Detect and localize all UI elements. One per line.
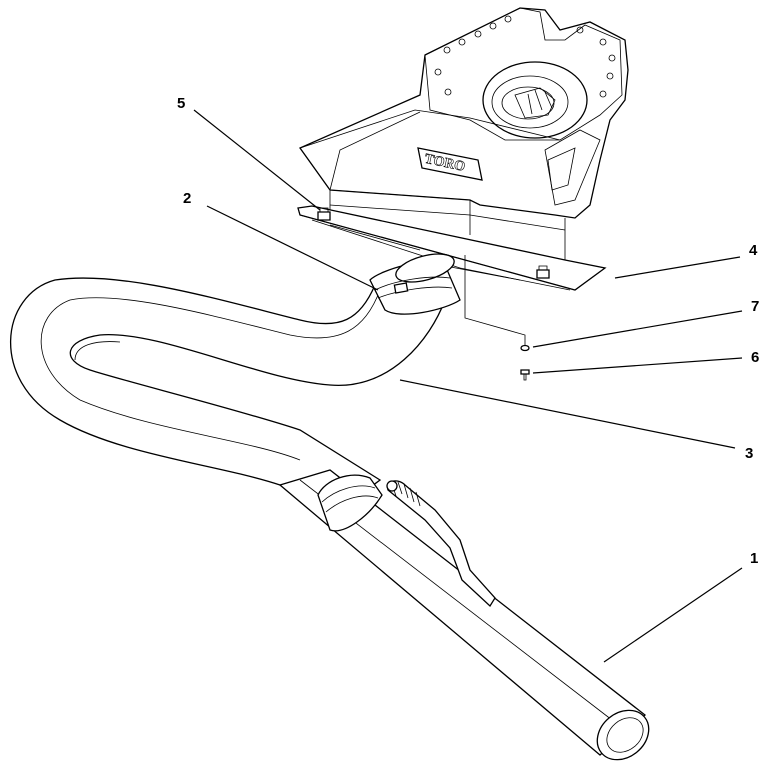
callout-6: 6: [751, 349, 759, 366]
flexible-hose: [10, 277, 446, 511]
leader-lines: [193, 109, 743, 663]
blower-housing: TORO: [299, 7, 629, 260]
nut-right: [536, 265, 550, 279]
callout-7: 7: [751, 298, 759, 315]
mounting-plate: [297, 205, 607, 291]
hose-clamp-top: [369, 253, 461, 315]
screw: [520, 369, 530, 381]
callout-labels: 1 2 3 4 5 6 7: [177, 95, 759, 567]
hose-clamp-bottom: [317, 474, 383, 532]
nut-left: [317, 207, 331, 221]
washer: [520, 344, 530, 352]
callout-5: 5: [177, 95, 185, 112]
lower-tube: [278, 469, 650, 761]
handle: [386, 480, 496, 608]
callout-4: 4: [749, 242, 758, 259]
callout-2: 2: [183, 190, 191, 207]
callout-1: 1: [750, 550, 758, 567]
callout-3: 3: [745, 445, 753, 462]
